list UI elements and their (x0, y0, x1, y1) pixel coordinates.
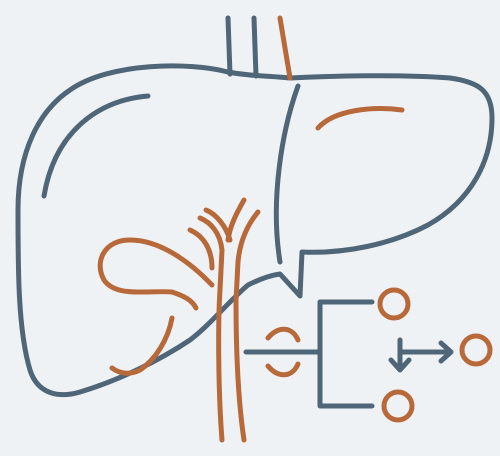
duct-branch-right-outer (236, 212, 258, 440)
bile-duct-icon (190, 200, 258, 440)
left-lobe-highlight (44, 96, 148, 196)
lobe-divider (276, 86, 298, 262)
vessel-1 (228, 18, 230, 74)
liver-icon (18, 66, 492, 395)
bracket-bottom (268, 364, 298, 375)
circle-node-icon (380, 290, 408, 318)
circle-node-icon (462, 336, 490, 364)
down-right-arrow-icon (391, 340, 451, 370)
branching-connector-icon (246, 302, 372, 406)
circle-node-icon (384, 392, 412, 420)
bracket-top (268, 329, 298, 340)
gallbladder-outline (100, 240, 212, 308)
gallbladder-icon (100, 240, 212, 373)
hepatic-vessels-icon (228, 18, 290, 78)
connector-bracket (320, 302, 372, 406)
vessel-3 (280, 18, 290, 78)
vessel-2 (254, 18, 256, 76)
duct-branch-left-inner (190, 230, 212, 268)
circle-node-group (380, 290, 490, 420)
right-lobe-highlight (318, 109, 402, 128)
